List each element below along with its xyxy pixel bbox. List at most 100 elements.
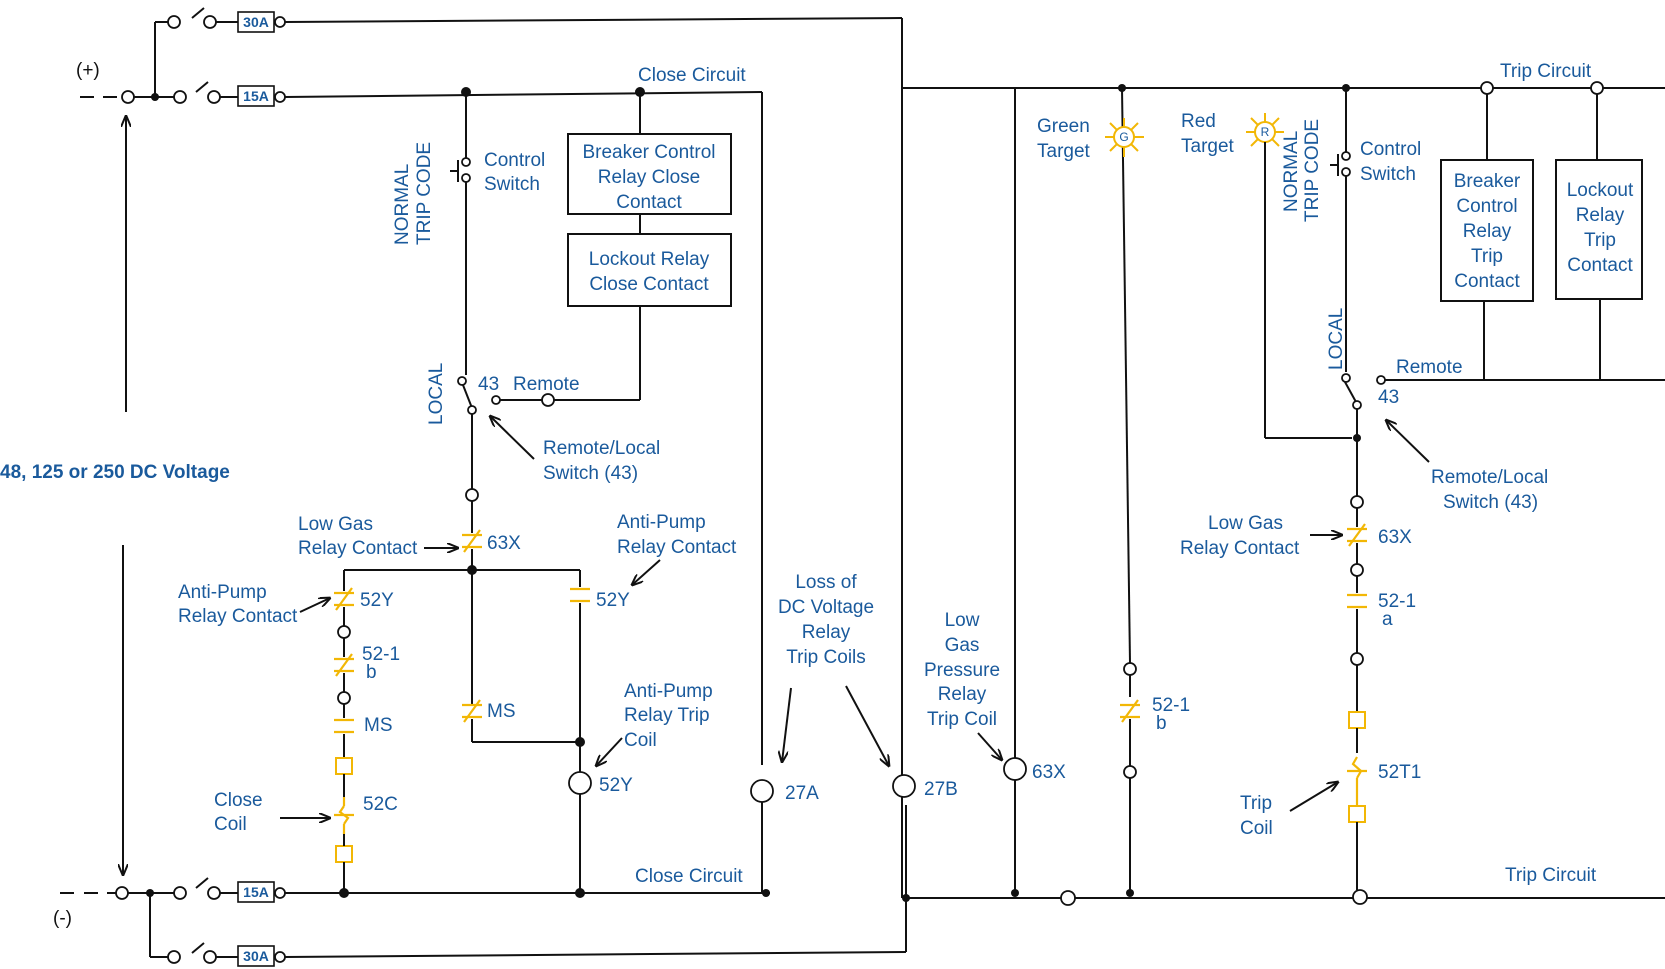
trip-63x-label: 63X <box>1378 527 1412 548</box>
trip-52t1-label: 52T1 <box>1378 762 1421 783</box>
lockout-close-l2: Close Contact <box>589 274 709 295</box>
coil-27b-label: 27B <box>924 779 958 800</box>
breaker-ctrl-trip-l5: Contact <box>1454 271 1520 292</box>
trip-mode-trip-code: TRIP CODE <box>1302 119 1323 222</box>
trip-control-switch-l2: Switch <box>1360 164 1416 185</box>
fuse-15a-top-label: 15A <box>243 88 269 104</box>
close-coil-l2: Coil <box>214 814 247 835</box>
coil-27b <box>892 774 916 798</box>
red-target-l2: Target <box>1181 136 1235 157</box>
fuse-30a-bottom <box>237 945 275 967</box>
close-local-label: LOCAL <box>426 363 447 425</box>
trip-circuit-section: Trip Circuit Trip Circuit 52-1 b G Green… <box>902 61 1665 906</box>
green-target-lamp: G <box>1105 118 1144 157</box>
fuse-30a-bottom-label: 30A <box>243 948 269 964</box>
trip-remote-local-l1: Remote/Local <box>1431 467 1548 488</box>
close-low-gas-l2: Relay Contact <box>298 538 418 559</box>
breaker-ctrl-close-l1: Breaker Control <box>582 142 715 163</box>
close-control-switch-l2: Switch <box>484 174 540 195</box>
anti-pump-right-l2: Relay Contact <box>617 537 737 558</box>
low-gas-press-l5: Trip Coil <box>927 709 997 730</box>
anti-pump-trip-l3: Coil <box>624 730 657 751</box>
voltage-label: 48, 125 or 250 DC Voltage <box>0 462 230 483</box>
red-target-l1: Red <box>1181 111 1216 132</box>
close-remote-local-arrow <box>490 416 535 460</box>
coil-63x <box>1003 757 1027 781</box>
breaker-ctrl-trip-l3: Relay <box>1463 221 1512 242</box>
close-coil-l1: Close <box>214 790 263 811</box>
loss-dc-l4: Trip Coils <box>786 647 866 668</box>
breaker-ctrl-trip-l4: Trip <box>1471 246 1503 267</box>
coil-27a-label: 27A <box>785 783 819 804</box>
lockout-trip-l3: Trip <box>1584 230 1616 251</box>
close-63x-label: 63X <box>487 533 521 554</box>
trip-52-1b-sub: b <box>1156 713 1167 734</box>
anti-pump-left-l2: Relay Contact <box>178 606 298 627</box>
anti-pump-right-arrow <box>632 559 661 585</box>
trip-52-1a-label: 52-1 <box>1378 591 1416 612</box>
loss-dc-arrow-27a <box>782 687 792 762</box>
breaker-control-relay-close-contact <box>567 133 732 215</box>
trip-coil-l1: Trip <box>1240 793 1272 814</box>
lockout-trip-l4: Contact <box>1567 255 1633 276</box>
breaker-ctrl-trip-l1: Breaker <box>1454 171 1521 192</box>
anti-pump-right-l1: Anti-Pump <box>617 512 706 533</box>
low-gas-press-l2: Gas <box>945 635 980 656</box>
fuse-30a-top <box>237 11 275 33</box>
supply-section: 30A 15A 15A 30A <box>0 7 907 967</box>
close-52-1-label: 52-1 <box>362 644 400 665</box>
center-section: 27A 27B Loss of DC Voltage Relay Trip Co… <box>750 88 1066 902</box>
anti-pump-trip-l1: Anti-Pump <box>624 681 713 702</box>
low-gas-press-l1: Low <box>945 610 980 631</box>
trip-remote-local-l2: Switch (43) <box>1443 492 1538 513</box>
close-52y-right-label: 52Y <box>596 590 630 611</box>
trip-coil-l2: Coil <box>1240 818 1273 839</box>
trip-circuit-top-label: Trip Circuit <box>1500 61 1592 82</box>
fuse-30a-top-label: 30A <box>243 14 269 30</box>
close-mode-trip-code: TRIP CODE <box>414 142 435 245</box>
green-target-l1: Green <box>1037 116 1090 137</box>
trip-circuit-bottom-label: Trip Circuit <box>1505 865 1597 886</box>
breaker-ctrl-close-l3: Contact <box>616 192 682 213</box>
close-control-switch-l1: Control <box>484 150 545 171</box>
lockout-close-l1: Lockout Relay <box>589 249 710 270</box>
anti-pump-trip-arrow <box>596 737 623 766</box>
trip-local-label: LOCAL <box>1326 308 1347 370</box>
anti-pump-left-arrow <box>299 598 330 613</box>
low-gas-press-l3: Pressure <box>924 660 1000 681</box>
loss-dc-l2: DC Voltage <box>778 597 874 618</box>
trip-low-gas-l1: Low Gas <box>1208 513 1283 534</box>
minus-label: (-) <box>53 908 72 929</box>
fuse-15a-bottom <box>237 881 275 903</box>
close-remote-local-l1: Remote/Local <box>543 438 660 459</box>
close-circuit-top-label: Close Circuit <box>638 65 746 86</box>
red-lamp-letter: R <box>1261 125 1270 139</box>
close-low-gas-l1: Low Gas <box>298 514 373 535</box>
trip-remote-label: Remote <box>1396 357 1463 378</box>
fuse-15a-top <box>237 85 275 107</box>
green-lamp-letter: G <box>1119 130 1128 144</box>
close-mode-normal: NORMAL <box>392 164 413 245</box>
trip-low-gas-l2: Relay Contact <box>1180 538 1300 559</box>
trip-43-label: 43 <box>1378 387 1399 408</box>
plus-label: (+) <box>76 60 100 81</box>
coil-52y-label: 52Y <box>599 775 633 796</box>
anti-pump-left-l1: Anti-Pump <box>178 582 267 603</box>
coil-63x-label: 63X <box>1032 762 1066 783</box>
close-ms-mid-label: MS <box>487 701 516 722</box>
trip-52-1b-label: 52-1 <box>1152 695 1190 716</box>
close-43-label: 43 <box>478 374 499 395</box>
lockout-trip-l1: Lockout <box>1567 180 1634 201</box>
fuse-15a-bottom-label: 15A <box>243 884 269 900</box>
breaker-ctrl-trip-l2: Control <box>1456 196 1517 217</box>
loss-dc-l1: Loss of <box>795 572 857 593</box>
trip-coil-arrow <box>1289 782 1338 812</box>
close-circuit-bottom-label: Close Circuit <box>635 866 743 887</box>
loss-dc-arrow-27b <box>845 685 889 766</box>
close-remote-label: Remote <box>513 374 580 395</box>
trip-control-switch-l1: Control <box>1360 139 1421 160</box>
close-52c-label: 52C <box>363 794 398 815</box>
close-52y-left-label: 52Y <box>360 590 394 611</box>
trip-remote-local-arrow <box>1386 420 1430 463</box>
